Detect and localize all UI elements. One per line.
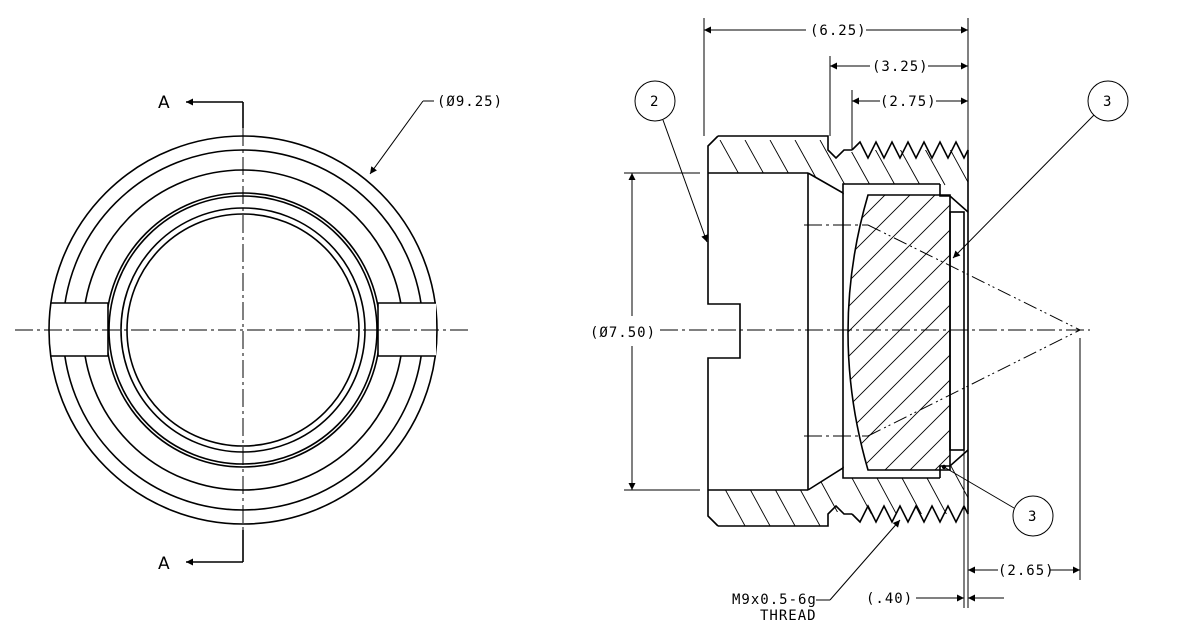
- thread-top: [851, 140, 969, 160]
- section-label-bottom: A: [158, 554, 170, 574]
- thread-length-dim: (3.25): [872, 59, 929, 75]
- diameter-leader: [369, 100, 424, 175]
- section-label-top: A: [158, 93, 170, 113]
- balloon-3-lower-leader: [943, 466, 1015, 509]
- slot-profile: [707, 232, 741, 370]
- balloon-2: [634, 80, 676, 122]
- housing-bottom-outline: [718, 504, 852, 527]
- balloon-2-leader: [662, 119, 708, 243]
- ray-lower: [867, 329, 1081, 437]
- thread-note-line1: M9x0.5-6g: [732, 592, 817, 608]
- outer-diameter-label: (Ø9.25): [437, 94, 503, 110]
- balloon-3-upper-label: 3: [1103, 94, 1112, 110]
- balloon-3-lower-label: 3: [1028, 509, 1037, 525]
- thread-note-line2: THREAD: [760, 608, 817, 624]
- lens: [847, 194, 951, 471]
- housing-bottom-hatch: [719, 454, 968, 526]
- balloon-2-label: 2: [650, 94, 659, 110]
- balloon-3-upper: [1087, 80, 1129, 122]
- section-view: (6.25) (3.25) (2.75) (Ø7.50) (2.65) (.40…: [590, 18, 1129, 624]
- focal-distance-dim: (2.65): [998, 563, 1055, 579]
- flange-thickness-dim: (.40): [866, 591, 913, 607]
- end-view: A A (Ø9.25): [15, 93, 503, 574]
- balloon-3-lower: [1012, 495, 1054, 537]
- ray-upper: [867, 224, 1081, 331]
- thread-note-leader: [829, 519, 901, 601]
- balloon-3-upper-leader: [952, 114, 1095, 259]
- thread-bottom: [851, 504, 969, 524]
- housing-top-outline: [718, 135, 852, 160]
- relief-length-dim: (2.75): [880, 94, 937, 110]
- bore-diameter-dim: (Ø7.50): [590, 325, 656, 341]
- retaining-ring: [949, 211, 965, 451]
- overall-length-dim: (6.25): [810, 23, 867, 39]
- lens-hatch: [848, 195, 950, 470]
